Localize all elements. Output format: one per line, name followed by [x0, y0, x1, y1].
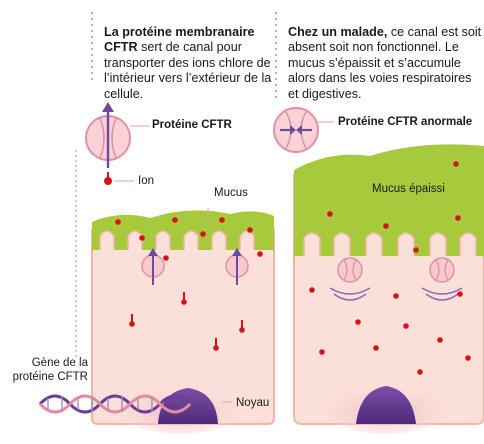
left-description: La protéine membranaire CFTR sert de can…	[104, 9, 282, 102]
abnormal-cell	[293, 144, 484, 434]
nucleus-label: Noyau	[236, 397, 270, 409]
ion-label: Ion	[138, 175, 154, 187]
cftr-protein-icon	[85, 102, 150, 168]
right-description-rest: ce canal est soit absent soit non foncti…	[288, 24, 482, 101]
abnormal-cftr-label: Protéine CFTR anormale	[338, 116, 473, 128]
cftr-protein-label: Protéine CFTR	[152, 119, 232, 131]
left-description-rest: sert de canal pour transporter des ions …	[104, 40, 272, 101]
thick-mucus-label: Mucus épaissi	[372, 183, 445, 195]
blocked-channel	[421, 257, 463, 301]
dna-helix-icon	[38, 394, 192, 414]
right-description: Chez un malade, ce canal est soit absent…	[288, 9, 484, 102]
left-description-bold: La protéine membranaire CFTR	[104, 24, 255, 55]
gene-label: Gène de la protéine CFTR	[12, 357, 88, 383]
abnormal-cftr-icon	[273, 107, 334, 153]
ion-legend-icon	[104, 172, 134, 185]
mucus-label: Mucus	[214, 187, 248, 199]
membrane-channel	[225, 248, 249, 285]
blocked-channel	[329, 257, 371, 301]
ion-trail	[129, 292, 245, 351]
membrane-channel	[141, 248, 165, 285]
nucleus	[356, 386, 416, 424]
right-description-bold: Chez un malade,	[288, 24, 388, 39]
